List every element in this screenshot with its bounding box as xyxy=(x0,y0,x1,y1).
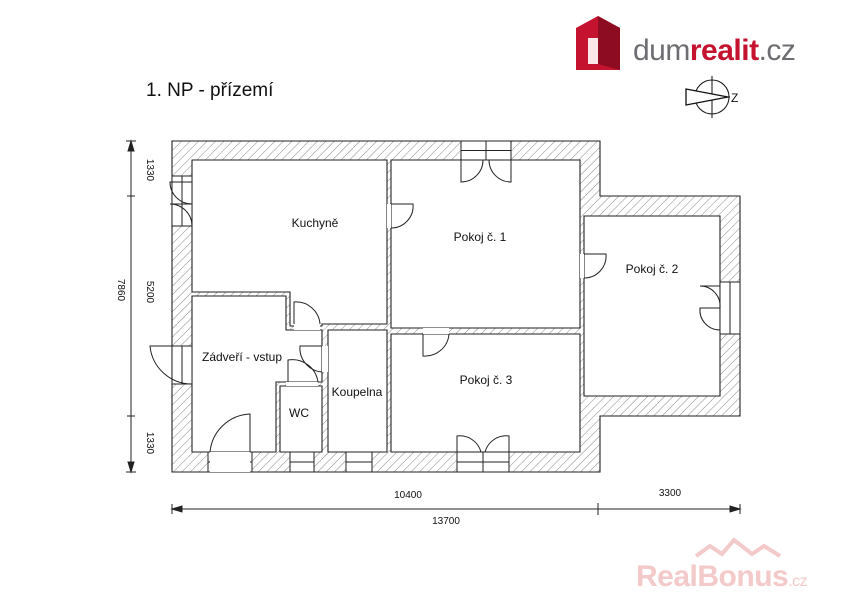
dim-left-bottom: 1330 xyxy=(144,432,155,455)
room-label-room1: Pokoj č. 1 xyxy=(454,230,507,244)
door-openings xyxy=(210,204,584,472)
dim-left-total: 7860 xyxy=(115,279,126,302)
dim-left-top: 1330 xyxy=(144,159,155,182)
compass-label: Z xyxy=(731,91,738,105)
windows xyxy=(171,140,741,473)
logo-text: dumrealit.cz xyxy=(633,34,796,67)
dim-bottom-main: 10400 xyxy=(394,490,422,501)
room-label-entry: Zádveří - vstup xyxy=(202,350,282,364)
dim-bottom-ext: 3300 xyxy=(659,488,682,499)
room-label-bath: Koupelna xyxy=(332,385,383,399)
room-label-room2: Pokoj č. 2 xyxy=(626,262,679,276)
dimension-left xyxy=(126,139,136,474)
dim-bottom-total: 13700 xyxy=(432,516,460,527)
floor-title: 1. NP - přízemí xyxy=(146,80,274,101)
room-label-wc: WC xyxy=(289,406,309,420)
dimension-bottom xyxy=(170,503,742,515)
room-label-room3: Pokoj č. 3 xyxy=(460,373,513,387)
realbonus-roof-icon xyxy=(694,537,782,558)
room-label-kitchen: Kuchyně xyxy=(292,216,339,230)
north-arrow-icon: Z xyxy=(685,76,738,118)
dim-left-mid: 5200 xyxy=(144,281,155,304)
realbonus-watermark: RealBonus.cz xyxy=(636,560,808,593)
walls xyxy=(171,140,741,473)
dumrealit-logo xyxy=(576,16,620,70)
door-swings xyxy=(149,159,721,453)
